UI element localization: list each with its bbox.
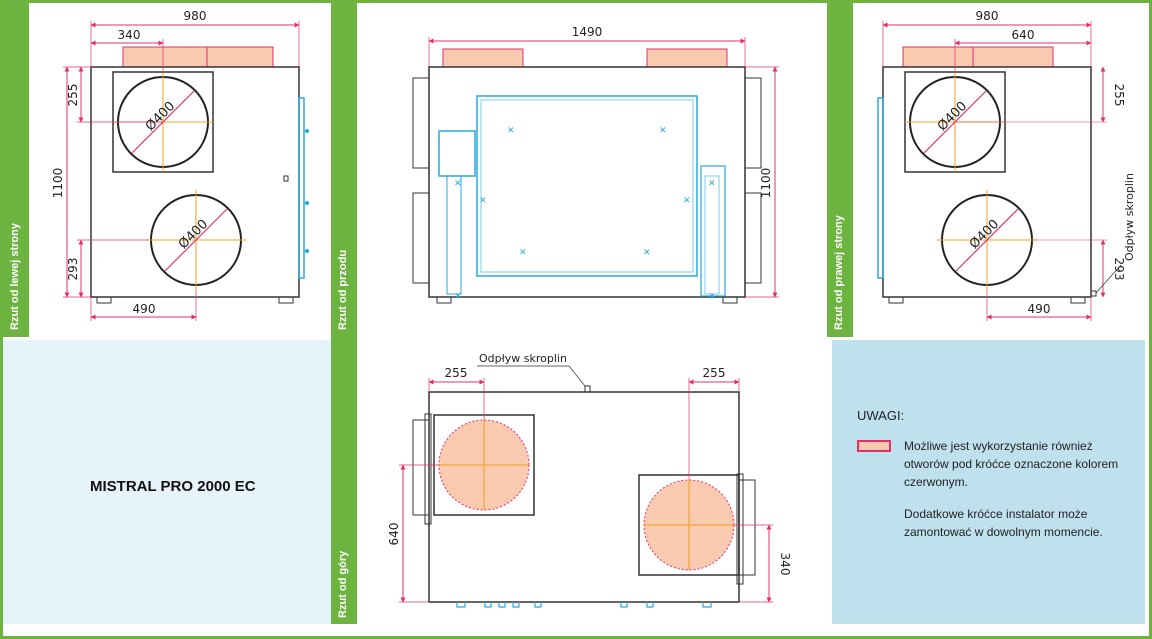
right-view-label: Rzut od prawej strony — [833, 215, 845, 330]
front-dim-height: 1100 — [759, 168, 773, 199]
right-dim-offset-top: 640 — [1012, 28, 1035, 42]
right-view-panel: 980 640 255 293 490 Ø400 Ø400 Odpływ skr… — [853, 3, 1146, 337]
front-top-duct-right — [646, 48, 728, 68]
notes-panel: UWAGI: Możliwe jest wykorzystanie równie… — [832, 340, 1145, 624]
top-view-drawing: Odpływ skroplin 255 255 640 340 — [387, 352, 792, 608]
left-view-strip — [3, 3, 29, 337]
left-unit-body — [90, 66, 300, 298]
top-dim-depth: 640 — [387, 523, 401, 546]
model-name: MISTRAL PRO 2000 EC — [90, 478, 256, 495]
top-drain-label: Odpływ skroplin — [479, 352, 567, 365]
right-dim-upper-offset: 255 — [1112, 84, 1126, 107]
svg-text:✕: ✕ — [708, 179, 716, 189]
notes-text-1: Możliwe jest wykorzystanie również otwor… — [904, 439, 1119, 489]
left-view-label: Rzut od lewej strony — [9, 223, 21, 330]
top-dim-left-offset: 255 — [445, 366, 468, 380]
front-view-strip — [331, 3, 357, 624]
left-dim-offset-top: 340 — [118, 28, 141, 42]
left-dim-width: 980 — [184, 9, 207, 23]
front-service-panel — [476, 95, 698, 277]
front-unit-body — [428, 66, 746, 298]
top-dim-right-offset: 255 — [703, 366, 726, 380]
svg-text:✕: ✕ — [683, 196, 691, 206]
front-top-duct-left — [442, 48, 524, 68]
top-dim-right-bottom: 340 — [778, 553, 792, 576]
right-dim-width: 980 — [976, 9, 999, 23]
right-drain-label: Odpływ skroplin — [1123, 173, 1136, 261]
model-name-panel — [3, 340, 331, 624]
svg-text:✕: ✕ — [643, 248, 651, 258]
right-dim-lower-offset: 293 — [1112, 258, 1126, 281]
left-view-panel: 980 340 1100 255 293 490 Ø400 Ø400 — [29, 3, 331, 337]
left-dim-upper-offset: 255 — [66, 84, 80, 107]
red-duct-legend-swatch — [857, 440, 891, 452]
right-dim-bottom-offset: 490 — [1028, 302, 1051, 316]
front-view-panel: ✕ ✕ ✕ ✕ ✕ ✕ ✕ ✕ ✕ ✕ 1490 1100 — [357, 3, 827, 337]
svg-text:✕: ✕ — [454, 179, 462, 189]
front-view-label: Rzut od przodu — [337, 249, 349, 330]
left-dim-lower-offset: 293 — [66, 258, 80, 281]
svg-text:✕: ✕ — [479, 196, 487, 206]
right-top-duct — [902, 46, 1054, 68]
left-top-duct — [122, 46, 274, 68]
svg-text:✕: ✕ — [708, 292, 716, 302]
right-view-drawing: 980 640 255 293 490 Ø400 Ø400 Odpływ skr… — [877, 9, 1136, 321]
left-view-drawing: 980 340 1100 255 293 490 Ø400 Ø400 — [51, 9, 309, 321]
top-view-panel: Odpływ skroplin 255 255 640 340 — [357, 340, 827, 624]
right-view-strip — [827, 3, 853, 337]
front-view-drawing: ✕ ✕ ✕ ✕ ✕ ✕ ✕ ✕ ✕ ✕ 1490 1100 — [412, 25, 779, 304]
left-dim-height: 1100 — [51, 168, 65, 199]
front-dim-width: 1490 — [572, 25, 603, 39]
top-view-label: Rzut od góry — [337, 550, 349, 618]
svg-text:✕: ✕ — [454, 292, 462, 302]
svg-text:✕: ✕ — [659, 126, 667, 136]
left-side-panel — [298, 97, 305, 279]
svg-text:✕: ✕ — [507, 126, 515, 136]
left-dim-bottom-offset: 490 — [133, 302, 156, 316]
notes-title: UWAGI: — [857, 408, 905, 423]
svg-text:✕: ✕ — [519, 248, 527, 258]
notes-text-2: Dodatkowe króćce instalator może zamonto… — [904, 507, 1103, 539]
